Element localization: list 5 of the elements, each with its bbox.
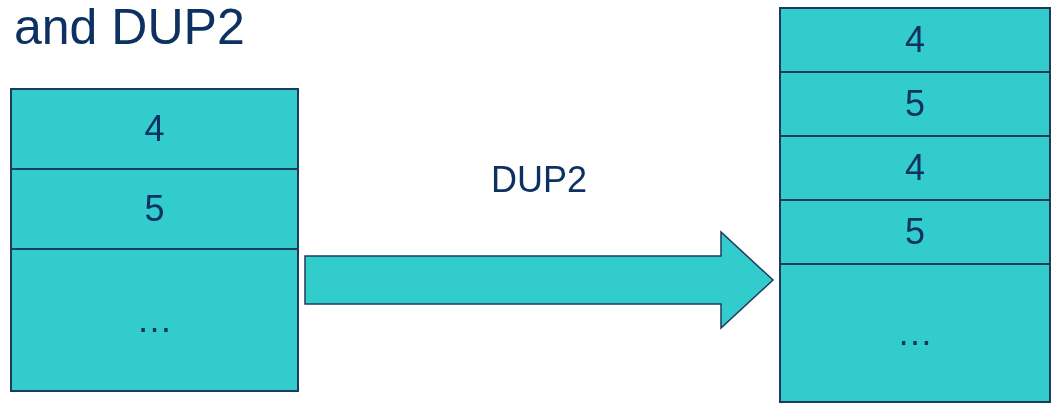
edge-label: DUP2 (491, 162, 588, 198)
stack-box (779, 7, 1051, 403)
slide-title: and DUP2 (14, 2, 245, 52)
stack-box (10, 88, 299, 392)
block-arrow (304, 230, 775, 330)
